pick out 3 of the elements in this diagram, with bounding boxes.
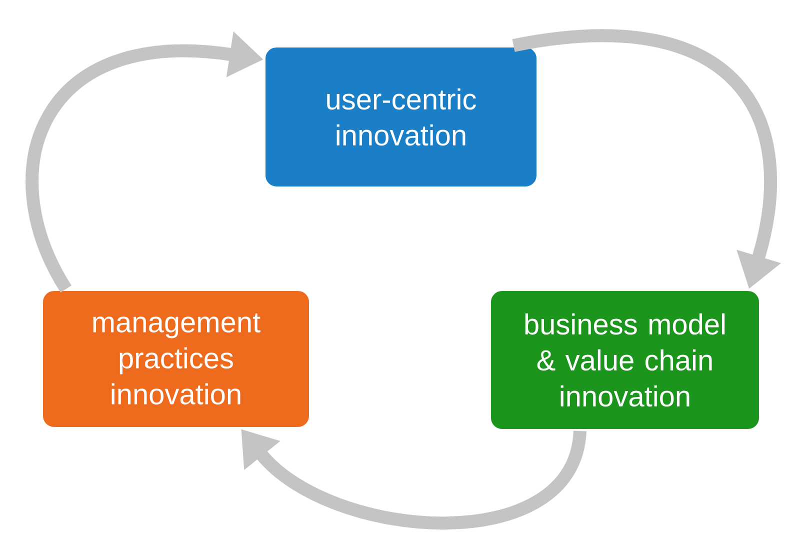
innovation-box: business model & value chain innovation <box>489 289 761 431</box>
innovation-box: management practices innovation <box>41 289 311 429</box>
innovation-box: user-centric innovation <box>264 46 538 188</box>
